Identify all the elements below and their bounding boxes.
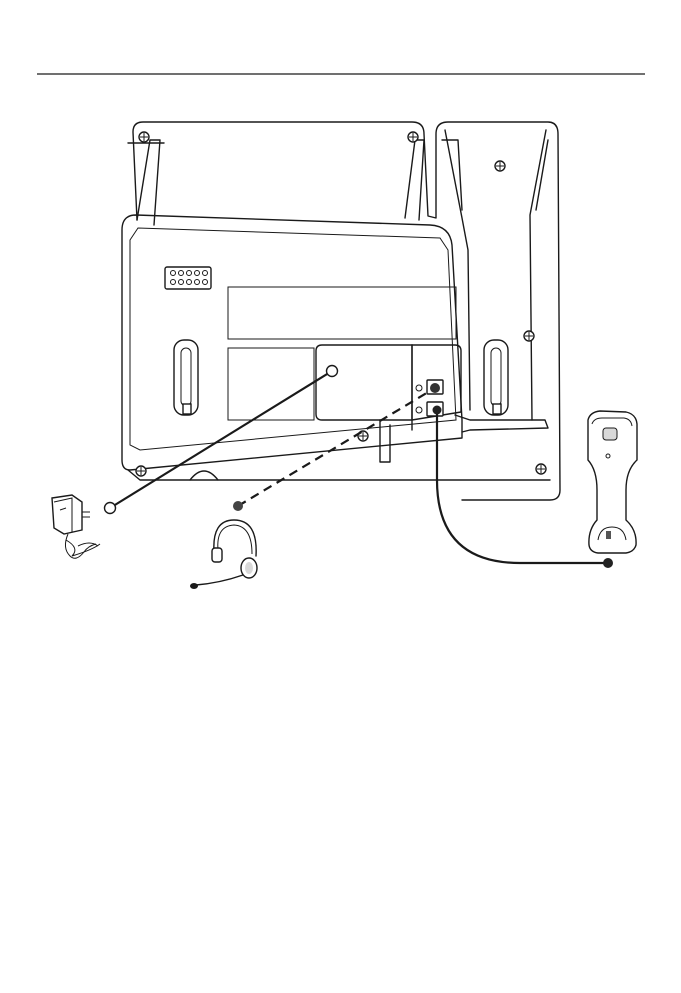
screw-icon — [536, 464, 546, 474]
wall-mount-slot-left — [174, 340, 198, 415]
screw-icon — [139, 132, 149, 142]
screw-icon — [136, 466, 146, 476]
cradle-inner-right — [530, 130, 546, 420]
power-connector-dot — [105, 503, 116, 514]
base-body — [122, 215, 462, 470]
microphone-icon — [190, 583, 198, 589]
keypad-grid — [165, 267, 211, 289]
label-area-top — [228, 287, 456, 339]
power-adapter-icon — [52, 495, 100, 558]
screw-icon — [495, 161, 505, 171]
headset-port-dot — [430, 383, 440, 393]
foot — [190, 471, 218, 480]
cable-channel — [455, 415, 548, 432]
stand-leg-right — [405, 140, 424, 220]
wall-mount-slot-right — [484, 340, 508, 415]
headset-connector-dot — [233, 501, 243, 511]
handset-icon — [588, 411, 637, 553]
port-panel — [316, 345, 412, 420]
stand-frame — [133, 122, 560, 500]
headset-icon — [190, 520, 257, 589]
stand-leg-left — [137, 140, 160, 225]
headset-cable-line — [238, 388, 435, 506]
handset-connector-dot — [603, 558, 613, 568]
screw-icon — [408, 132, 418, 142]
screw-icon — [524, 331, 534, 341]
handset-port-dot — [433, 406, 442, 415]
power-port-dot — [327, 366, 338, 377]
power-cable-line — [110, 371, 332, 508]
